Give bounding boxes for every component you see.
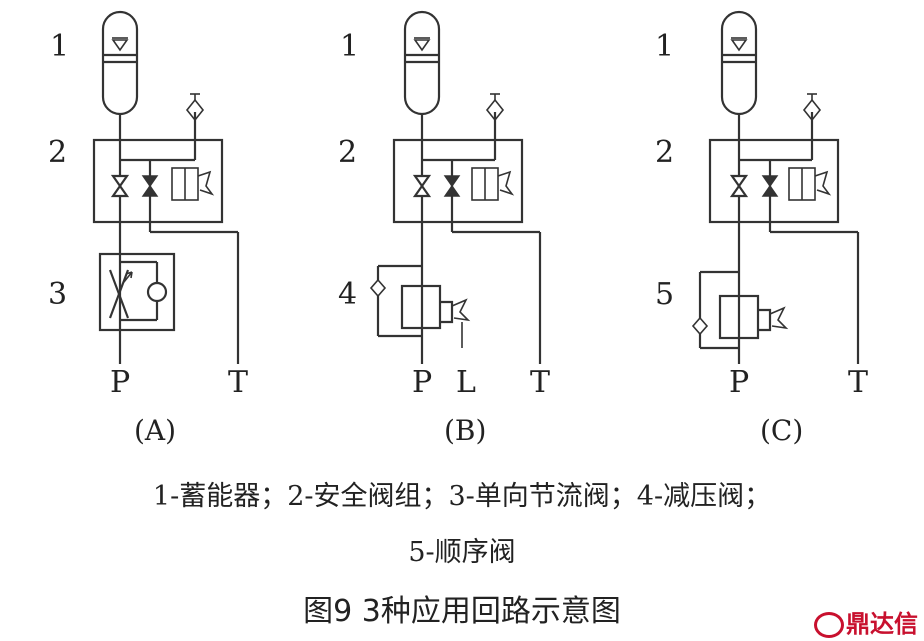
circuit-b	[369, 10, 542, 364]
sequence-valve-c	[691, 270, 789, 350]
label-b-2: 2	[338, 135, 358, 170]
legend-line-1: 1-蓄能器；2-安全阀组；3-单向节流阀；4-减压阀；	[152, 481, 772, 512]
accumulator-a	[101, 10, 139, 116]
figure-caption: 图9 3种应用回路示意图	[303, 594, 621, 629]
port-a-t: T	[228, 365, 249, 400]
caption-a: (A)	[134, 414, 177, 447]
legend-line-2: 5-顺序阀	[408, 537, 516, 568]
watermark-text: 鼎达信	[846, 610, 918, 638]
accumulator-c	[720, 10, 758, 116]
port-b-t: T	[530, 365, 551, 400]
label-c-2: 2	[655, 135, 675, 170]
label-b-4: 4	[338, 277, 358, 312]
port-b-l: L	[456, 365, 476, 400]
accumulator-b	[403, 10, 441, 116]
circuit-a	[92, 10, 240, 364]
safety-valve-block-a	[92, 93, 240, 364]
throttle-check-valve-a	[98, 252, 176, 332]
safety-valve-block-b	[392, 93, 542, 364]
port-b-p: P	[412, 365, 433, 400]
port-c-t: T	[848, 365, 869, 400]
label-c-5: 5	[655, 277, 675, 312]
label-a-1: 1	[50, 29, 70, 64]
port-a-p: P	[110, 365, 131, 400]
circuit-c	[691, 10, 860, 364]
label-a-3: 3	[48, 277, 68, 312]
caption-c: (C)	[760, 414, 804, 447]
port-c-p: P	[729, 365, 750, 400]
label-b-1: 1	[340, 29, 360, 64]
caption-b: (B)	[444, 414, 487, 447]
safety-valve-block-c	[708, 93, 860, 364]
watermark-logo-icon	[814, 612, 844, 638]
label-c-1: 1	[655, 29, 675, 64]
watermark: 鼎达信	[814, 604, 918, 639]
pressure-reducing-valve-b	[369, 264, 471, 348]
label-a-2: 2	[48, 135, 68, 170]
